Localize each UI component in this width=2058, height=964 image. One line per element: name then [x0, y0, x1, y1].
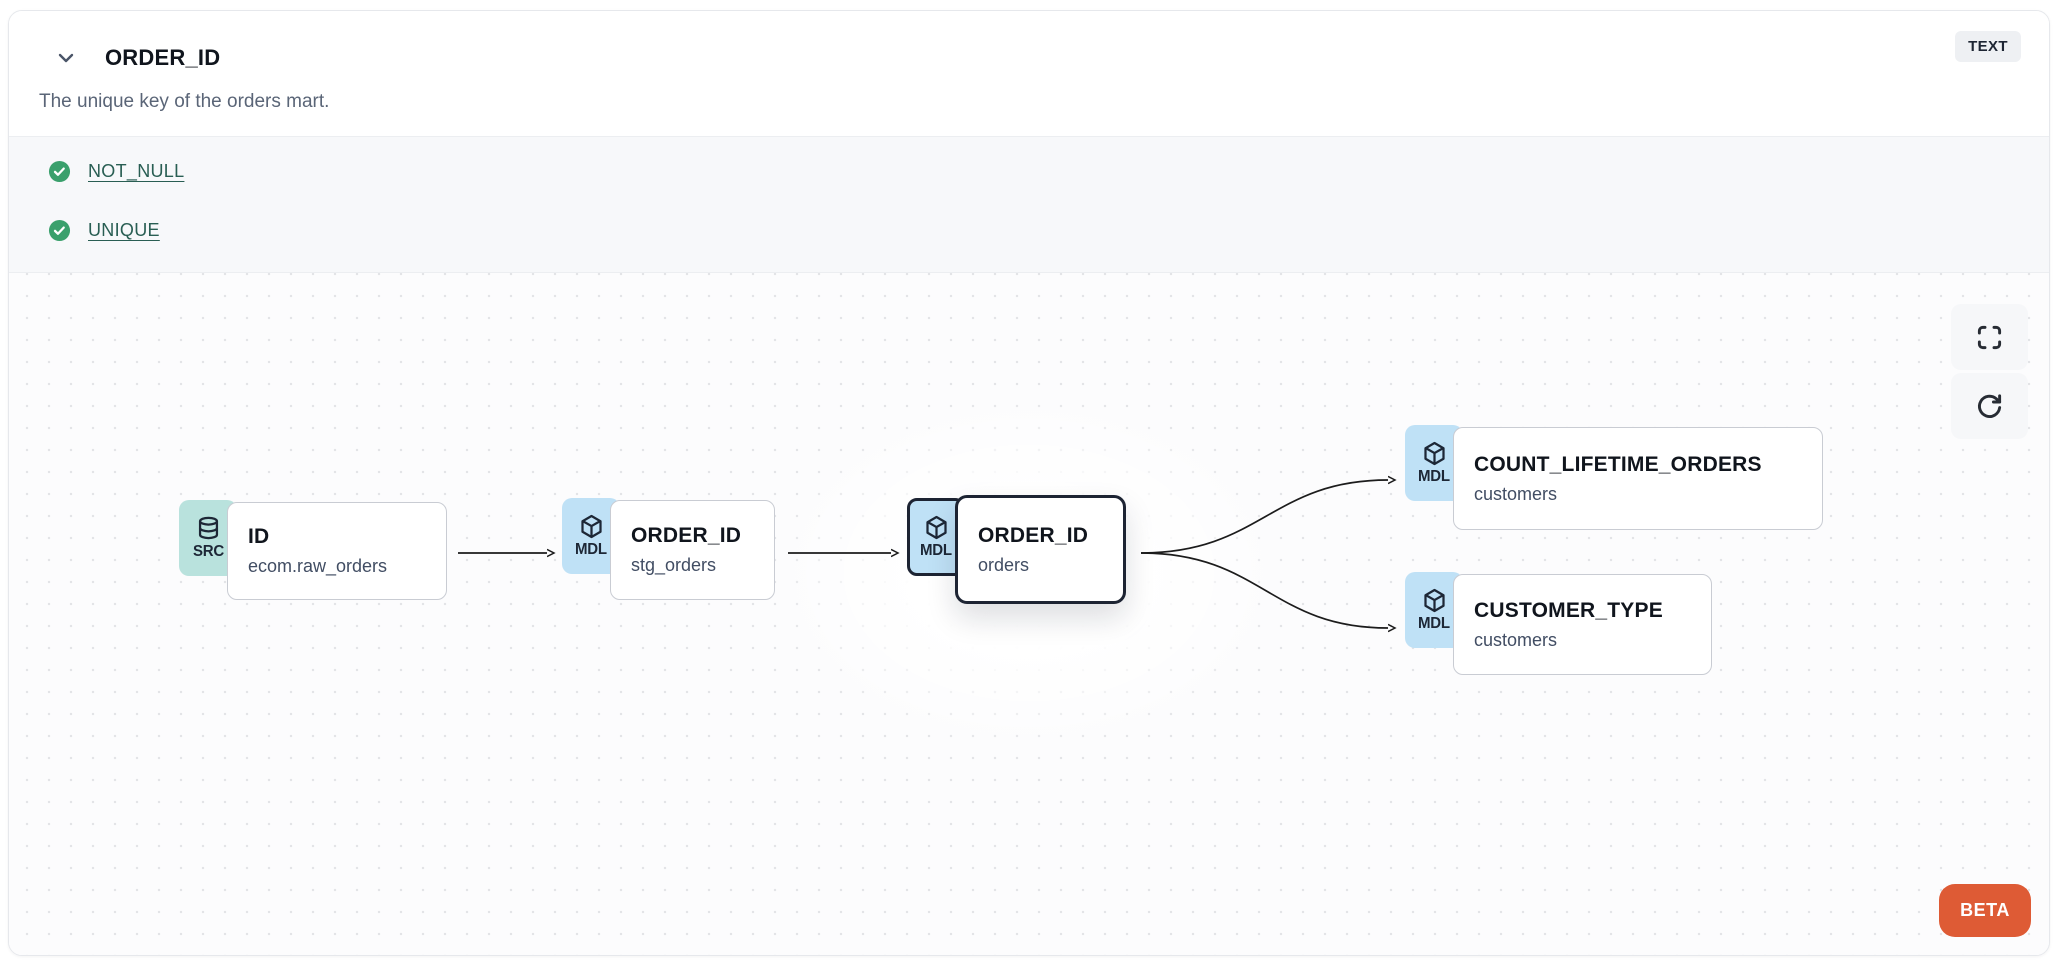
node-title: CUSTOMER_TYPE — [1474, 598, 1663, 622]
lineage-canvas[interactable]: SRC ID ecom.raw_orders MDL ORDER_ID stg — [9, 273, 2049, 955]
cube-icon — [580, 514, 602, 539]
node-badge-label: MDL — [920, 542, 952, 559]
node-subtitle: ecom.raw_orders — [248, 556, 388, 576]
node-badge-label: MDL — [575, 541, 607, 558]
check-circle-icon — [48, 160, 71, 182]
node-title: ORDER_ID — [978, 523, 1089, 547]
node-title: ORDER_ID — [631, 524, 742, 547]
column-title: ORDER_ID — [105, 45, 221, 70]
cube-icon — [925, 515, 947, 540]
node-subtitle: orders — [978, 554, 1030, 575]
database-icon — [198, 516, 218, 540]
node-subtitle: customers — [1474, 483, 1558, 504]
lineage-node-count-lifetime-orders[interactable]: MDL COUNT_LIFETIME_ORDERS customers — [1405, 425, 1823, 530]
cube-icon — [1423, 441, 1445, 466]
column-details-card: ORDER_ID TEXT The unique key of the orde… — [8, 10, 2050, 956]
column-description: The unique key of the orders mart. — [39, 91, 330, 112]
node-title: COUNT_LIFETIME_ORDERS — [1474, 452, 1762, 476]
column-type-badge: TEXT — [1955, 31, 2021, 62]
lineage-edges — [458, 273, 2049, 955]
column-header: ORDER_ID TEXT The unique key of the orde… — [9, 11, 2049, 136]
test-row: UNIQUE — [48, 208, 2049, 252]
test-row: NOT_NULL — [48, 149, 2049, 193]
node-card: COUNT_LIFETIME_ORDERS customers — [1453, 427, 1823, 530]
lineage-node-customer-type[interactable]: MDL CUSTOMER_TYPE customers — [1405, 572, 1712, 675]
node-card: CUSTOMER_TYPE customers — [1453, 574, 1712, 675]
test-link-unique[interactable]: UNIQUE — [88, 219, 160, 240]
refresh-button[interactable] — [1951, 373, 2028, 439]
node-subtitle: stg_orders — [631, 555, 717, 575]
check-circle-icon — [48, 219, 71, 241]
refresh-icon — [1978, 393, 2002, 418]
fullscreen-button[interactable] — [1951, 304, 2028, 370]
lineage-node-orders-selected[interactable]: MDL ORDER_ID orders — [907, 495, 1126, 604]
node-card: ORDER_ID stg_orders — [610, 500, 775, 600]
tests-section: NOT_NULL UNIQUE — [9, 136, 2049, 273]
test-link-not-null[interactable]: NOT_NULL — [88, 160, 185, 181]
node-card: ORDER_ID orders — [955, 495, 1126, 604]
node-card: ID ecom.raw_orders — [227, 502, 447, 600]
lineage-node-src-id[interactable]: SRC ID ecom.raw_orders — [179, 500, 447, 600]
node-badge-label: MDL — [1418, 468, 1450, 485]
node-subtitle: customers — [1474, 629, 1558, 650]
collapse-chevron-down-icon[interactable] — [53, 45, 79, 71]
lineage-node-stg-orders[interactable]: MDL ORDER_ID stg_orders — [562, 498, 775, 600]
node-badge-label: MDL — [1418, 615, 1450, 632]
node-title: ID — [248, 525, 270, 548]
canvas-controls — [1951, 304, 2028, 439]
node-badge-label: SRC — [192, 543, 224, 560]
fullscreen-icon — [1977, 325, 2002, 349]
cube-icon — [1423, 588, 1445, 613]
beta-badge: BETA — [1939, 884, 2031, 937]
